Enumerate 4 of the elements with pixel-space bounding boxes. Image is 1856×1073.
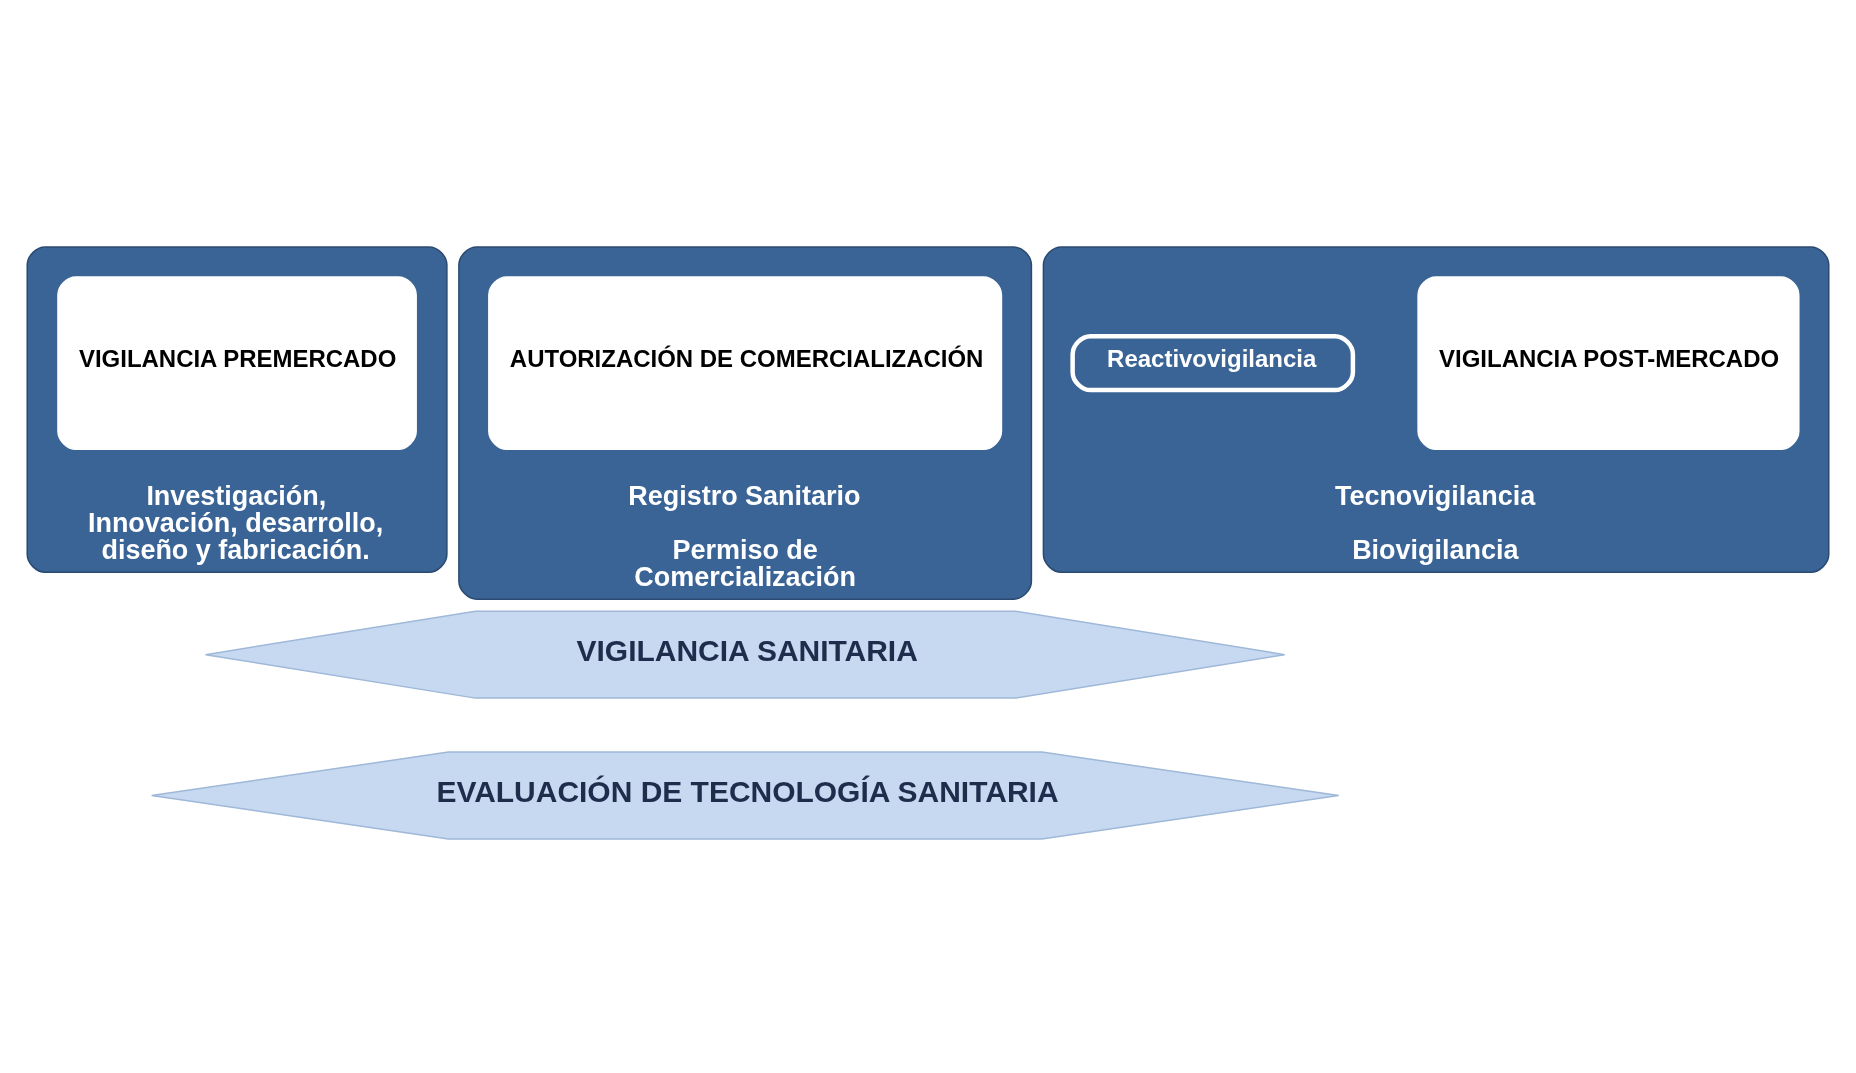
node-box: VIGILANCIA POST-MERCADO [1417,275,1800,450]
node-box: Reactivovigilancia [1070,333,1356,392]
node-box: AUTORIZACIÓN DE COMERCIALIZACIÓN [488,275,1003,450]
node-box: VIGILANCIA PREMERCADO [57,275,417,450]
